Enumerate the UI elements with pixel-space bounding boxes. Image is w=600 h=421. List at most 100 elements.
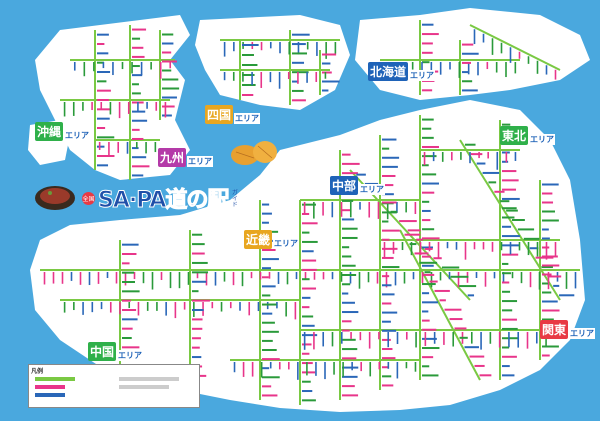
station-label-mark xyxy=(297,72,299,84)
station-label-mark xyxy=(429,280,438,283)
station-label-mark xyxy=(342,264,356,267)
station-label-mark xyxy=(494,190,505,193)
station-label-mark xyxy=(439,272,442,281)
station-label-mark xyxy=(509,47,512,63)
station-label-mark xyxy=(422,173,437,176)
station-label-mark xyxy=(542,300,558,303)
area-label-chugoku[interactable]: 中国エリア xyxy=(88,342,144,361)
station-label-mark xyxy=(97,155,115,157)
station-label-mark xyxy=(462,43,474,46)
station-label-mark xyxy=(430,272,433,288)
station-label-mark xyxy=(419,261,438,264)
station-label-mark xyxy=(444,308,462,311)
station-label-mark xyxy=(493,272,496,279)
nationwide-badge: 全国 xyxy=(82,191,95,205)
station-label-mark xyxy=(342,357,357,360)
road-line xyxy=(469,24,561,71)
station-label-mark xyxy=(512,219,525,221)
station-label-mark xyxy=(211,302,214,309)
station-label-mark xyxy=(502,346,510,349)
station-label-mark xyxy=(122,243,139,246)
station-label-mark xyxy=(422,237,440,240)
station-label-mark xyxy=(156,302,158,311)
station-label-mark xyxy=(404,233,421,236)
station-label-mark xyxy=(302,296,311,299)
station-label-mark xyxy=(135,142,138,149)
station-label-mark xyxy=(382,201,397,204)
station-label-mark xyxy=(262,303,277,306)
station-label-mark xyxy=(382,348,393,351)
area-label-kyushu[interactable]: 九州エリア xyxy=(158,148,214,167)
station-label-mark xyxy=(382,184,394,187)
station-label-mark xyxy=(542,255,558,258)
station-label-mark xyxy=(196,272,199,279)
station-label-mark xyxy=(535,256,554,259)
station-label-mark xyxy=(491,242,494,252)
station-label-mark xyxy=(535,332,538,344)
station-label-mark xyxy=(422,319,430,322)
station-label-mark xyxy=(302,324,315,327)
station-label-mark xyxy=(514,152,517,161)
station-label-mark xyxy=(502,170,517,173)
station-label-mark xyxy=(302,231,310,234)
station-label-mark xyxy=(262,267,271,270)
station-label-mark xyxy=(505,62,507,78)
station-label-mark xyxy=(140,62,143,76)
station-label-mark xyxy=(383,242,386,259)
area-label-kanto[interactable]: 関東エリア xyxy=(540,320,596,339)
station-label-mark xyxy=(527,56,530,64)
station-label-mark xyxy=(342,218,355,221)
station-label-mark xyxy=(229,302,232,309)
station-label-mark xyxy=(223,42,226,57)
station-label-mark xyxy=(306,72,308,83)
area-label-kinki[interactable]: 近畿エリア xyxy=(244,230,300,249)
station-label-mark xyxy=(262,203,270,206)
station-label-mark xyxy=(132,119,148,122)
station-label-mark xyxy=(342,329,350,332)
station-label-mark xyxy=(302,240,318,243)
station-label-mark xyxy=(462,71,469,74)
station-label-mark xyxy=(97,272,100,284)
station-label-mark xyxy=(63,302,66,313)
station-label-mark xyxy=(414,252,429,255)
station-label-mark xyxy=(422,310,429,313)
station-label-mark xyxy=(433,257,442,260)
station-label-mark xyxy=(162,51,172,54)
station-label-mark xyxy=(132,128,140,131)
station-label-mark xyxy=(162,60,177,63)
station-label-mark xyxy=(331,332,334,347)
station-label-mark xyxy=(322,332,325,347)
station-label-mark xyxy=(239,302,241,311)
area-label-chubu[interactable]: 中部エリア xyxy=(330,176,386,195)
station-label-mark xyxy=(422,164,429,167)
station-label-mark xyxy=(382,375,392,378)
station-label-mark xyxy=(422,228,435,231)
area-label-tohoku[interactable]: 東北エリア xyxy=(500,126,556,145)
station-label-mark xyxy=(542,273,552,276)
station-label-mark xyxy=(285,302,287,317)
station-label-mark xyxy=(155,102,158,111)
station-label-mark xyxy=(502,225,512,228)
station-label-mark xyxy=(342,236,358,239)
area-label-shikoku[interactable]: 四国エリア xyxy=(205,105,261,124)
station-label-mark xyxy=(91,102,93,111)
food-photo-melon-bread xyxy=(231,141,277,165)
station-label-mark xyxy=(498,332,501,348)
station-label-mark xyxy=(322,272,325,280)
station-label-mark xyxy=(132,74,143,77)
station-label-mark xyxy=(502,188,517,191)
station-label-mark xyxy=(422,61,430,64)
station-label-mark xyxy=(192,309,204,311)
station-label-mark xyxy=(124,272,127,286)
station-label-mark xyxy=(232,72,235,81)
station-label-mark xyxy=(112,62,114,76)
station-label-mark xyxy=(97,71,111,73)
area-label-okinawa[interactable]: 沖縄エリア xyxy=(35,122,91,141)
area-label-hokkaido[interactable]: 北海道エリア xyxy=(368,62,436,81)
station-label-mark xyxy=(422,127,432,130)
station-label-mark xyxy=(382,329,397,332)
station-label-mark xyxy=(422,118,434,121)
station-label-mark xyxy=(382,156,400,159)
station-label-mark xyxy=(292,71,309,74)
